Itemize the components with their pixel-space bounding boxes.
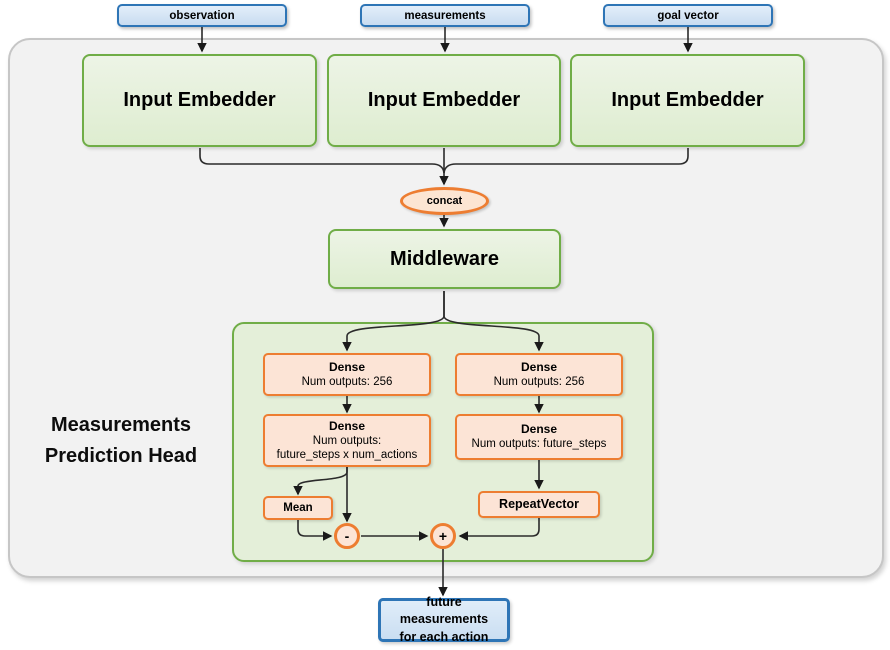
middleware-label: Middleware xyxy=(390,247,499,270)
input-box-measurements: measurements xyxy=(360,4,530,27)
output-label-line1: future measurements xyxy=(399,594,489,627)
plus-label: + xyxy=(438,528,448,544)
input-label-measurements: measurements xyxy=(404,9,486,22)
concat-label: concat xyxy=(426,195,463,207)
dense-meas-2: Dense Num outputs: future_steps xyxy=(455,414,623,460)
middleware-box: Middleware xyxy=(328,229,561,289)
plus-op: + xyxy=(430,523,456,549)
head-title-line2: Prediction Head xyxy=(44,445,198,467)
dense-outputs: Num outputs: future_steps xyxy=(471,438,607,451)
dense-title: Dense xyxy=(520,422,558,437)
input-box-observation: observation xyxy=(117,4,287,27)
dense-outputs-detail: future_steps x num_actions xyxy=(276,449,418,461)
input-embedder-label: Input Embedder xyxy=(367,89,521,111)
dense-meas-1: Dense Num outputs: 256 xyxy=(455,353,623,396)
dense-action-1: Dense Num outputs: 256 xyxy=(263,353,431,396)
minus-op: - xyxy=(334,523,360,549)
dense-title: Dense xyxy=(328,418,366,433)
input-label-goal-vector: goal vector xyxy=(657,9,719,22)
repeat-vector-label: RepeatVector xyxy=(499,496,579,511)
mean-label: Mean xyxy=(283,501,313,514)
input-embedder-measurements: Input Embedder xyxy=(327,54,561,147)
mean-box: Mean xyxy=(263,496,333,520)
output-label-line2: for each action xyxy=(399,629,489,644)
input-label-observation: observation xyxy=(169,9,235,22)
output-box: future measurements for each action xyxy=(378,595,510,644)
head-title: Measurements Prediction Head xyxy=(18,410,224,472)
input-embedder-observation: Input Embedder xyxy=(82,54,317,147)
dense-title: Dense xyxy=(520,359,558,374)
dense-action-2: Dense Num outputs: future_steps x num_ac… xyxy=(263,414,431,467)
dense-outputs: Num outputs: 256 xyxy=(493,375,585,388)
minus-label: - xyxy=(344,528,350,544)
input-embedder-label: Input Embedder xyxy=(611,89,764,111)
input-embedder-label: Input Embedder xyxy=(123,89,276,111)
head-title-line1: Measurements xyxy=(50,414,192,436)
dense-outputs: Num outputs: 256 xyxy=(301,375,393,388)
input-box-goal-vector: goal vector xyxy=(603,4,773,27)
dense-outputs: Num outputs: xyxy=(312,434,382,447)
input-embedder-goal-vector: Input Embedder xyxy=(570,54,805,147)
repeat-vector-box: RepeatVector xyxy=(478,491,600,518)
concat-op: concat xyxy=(400,187,489,215)
dense-title: Dense xyxy=(328,359,366,374)
